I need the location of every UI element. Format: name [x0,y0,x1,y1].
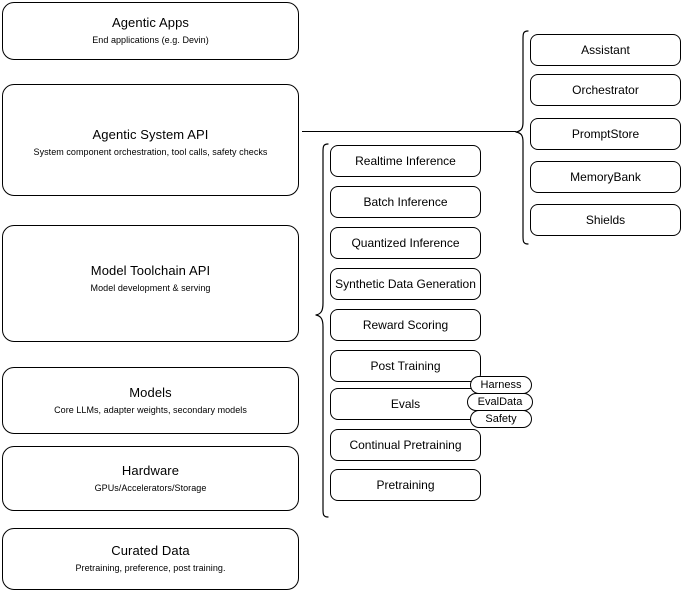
capability-label: Quantized Inference [351,235,460,250]
layer-text: Model Toolchain API Model development & … [3,263,298,295]
layer-subtitle: End applications (e.g. Devin) [92,35,209,45]
capability-evals[interactable]: Evals [330,388,481,420]
layer-hardware[interactable]: Hardware GPUs/Accelerators/Storage [2,446,299,511]
component-label: MemoryBank [570,169,641,184]
layer-agentic-system-api[interactable]: Agentic System API System component orch… [2,84,299,196]
capability-label: Reward Scoring [362,317,449,332]
layer-title: Agentic Apps [111,15,190,30]
layer-text: Curated Data Pretraining, preference, po… [75,543,225,575]
component-assistant[interactable]: Assistant [530,34,681,66]
layer-title: Hardware [121,462,180,478]
layer-title: Models [129,384,172,400]
evals-tag-safety[interactable]: Safety [470,410,532,428]
component-label: Assistant [581,42,630,57]
layer-model-toolchain-api[interactable]: Model Toolchain API Model development & … [2,225,299,342]
evals-tag-label: EvalData [477,395,523,408]
component-label: Orchestrator [572,82,639,97]
brace-toolchain-capabilities [315,143,329,518]
capability-post-training[interactable]: Post Training [330,350,481,382]
capability-label: Realtime Inference [355,153,456,168]
layer-subtitle: GPUs/Accelerators/Storage [94,482,207,493]
capability-label: Batch Inference [363,194,448,209]
layer-text: Agentic Apps End applications (e.g. Devi… [92,15,209,47]
layer-curated-data[interactable]: Curated Data Pretraining, preference, po… [2,528,299,590]
layer-models[interactable]: Models Core LLMs, adapter weights, secon… [2,367,299,434]
component-shields[interactable]: Shields [530,204,681,236]
component-label: PromptStore [571,126,640,141]
layer-title: Model Toolchain API [90,263,211,278]
layer-subtitle: Core LLMs, adapter weights, secondary mo… [54,404,247,415]
capability-label: Evals [390,396,421,411]
capability-quantized-inference[interactable]: Quantized Inference [330,227,481,259]
layer-title: Curated Data [111,543,190,558]
layer-subtitle: Model development & serving [90,283,211,293]
layer-text: Agentic System API System component orch… [3,127,298,159]
capability-label: Pretraining [376,477,435,492]
capability-continual-pretraining[interactable]: Continual Pretraining [330,429,481,461]
capability-synthetic-data-generation[interactable]: Synthetic Data Generation [330,268,481,300]
evals-tag-label: Safety [485,412,517,425]
evals-tag-label: Harness [480,378,522,391]
layer-agentic-apps[interactable]: Agentic Apps End applications (e.g. Devi… [2,2,299,60]
capability-reward-scoring[interactable]: Reward Scoring [330,309,481,341]
capability-batch-inference[interactable]: Batch Inference [330,186,481,218]
capability-label: Continual Pretraining [349,437,462,452]
capability-realtime-inference[interactable]: Realtime Inference [330,145,481,177]
evals-tag-harness[interactable]: Harness [470,376,532,394]
layer-text: Models Core LLMs, adapter weights, secon… [54,385,247,417]
evals-tag-evaldata[interactable]: EvalData [467,393,533,411]
brace-system-components [515,30,529,245]
capability-label: Synthetic Data Generation [335,276,476,291]
layer-text: Hardware GPUs/Accelerators/Storage [95,463,207,495]
layer-title: Agentic System API [92,127,209,142]
component-label: Shields [585,212,626,227]
capability-label: Post Training [370,358,441,373]
layer-subtitle: System component orchestration, tool cal… [33,147,268,157]
component-promptstore[interactable]: PromptStore [530,118,681,150]
component-memorybank[interactable]: MemoryBank [530,161,681,193]
layer-subtitle: Pretraining, preference, post training. [75,563,226,573]
capability-pretraining[interactable]: Pretraining [330,469,481,501]
component-orchestrator[interactable]: Orchestrator [530,74,681,106]
connector-line-system-api [302,131,516,132]
